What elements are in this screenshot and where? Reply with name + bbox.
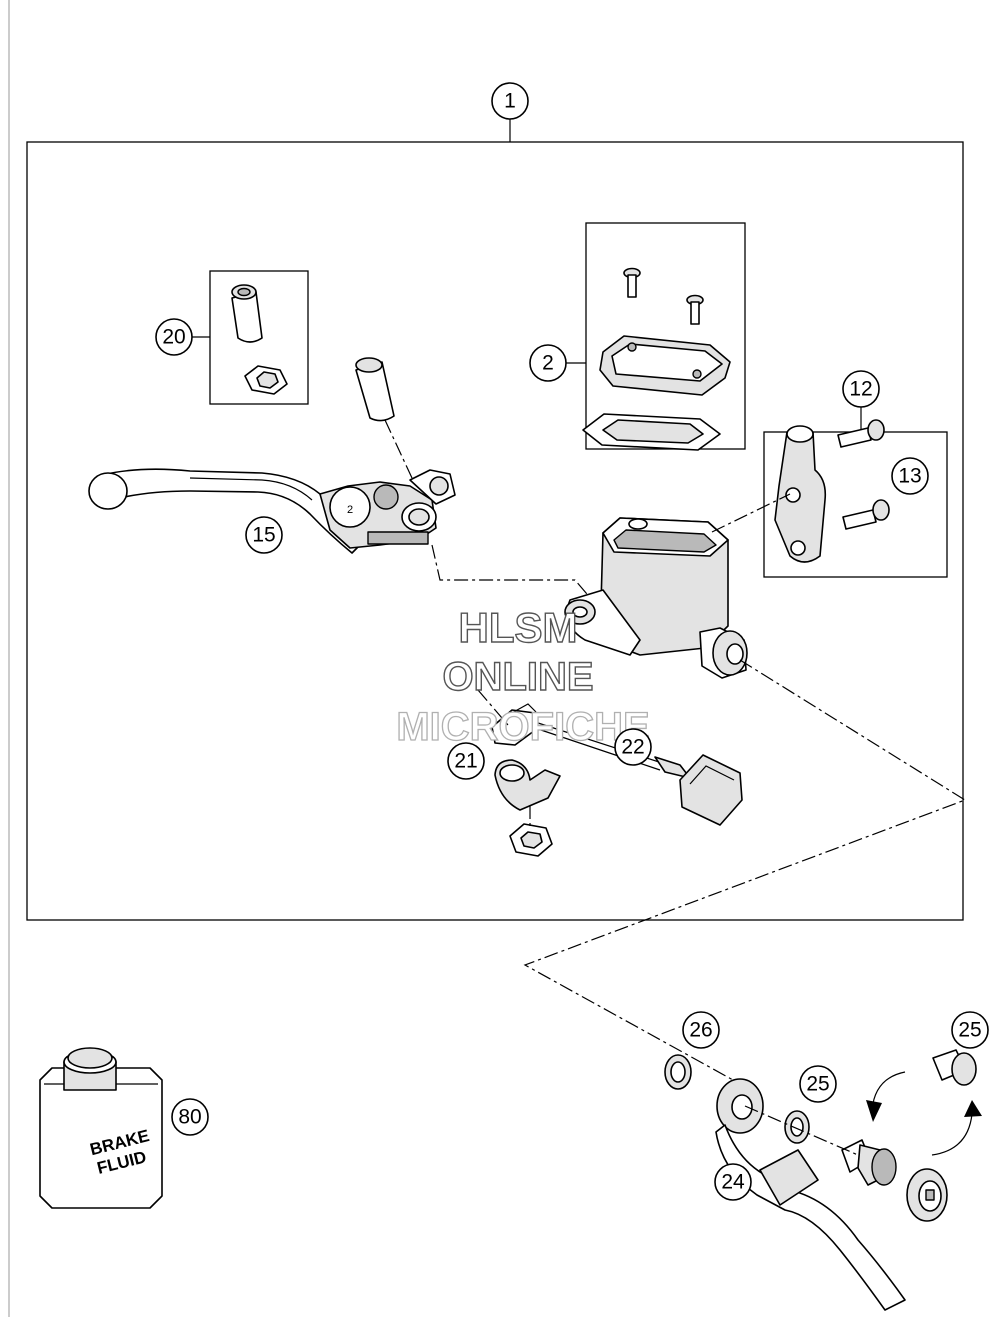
reservoir-cover-icon bbox=[599, 335, 731, 396]
callout-25-left: 25 bbox=[799, 1065, 837, 1103]
clamp-group bbox=[763, 407, 948, 578]
callout-2-label: 2 bbox=[542, 352, 554, 375]
master-cylinder-icon bbox=[564, 517, 748, 679]
callout-12: 12 bbox=[842, 370, 880, 408]
callout-80-label: 80 bbox=[178, 1106, 201, 1129]
rotate-arrows-icon bbox=[866, 1071, 982, 1156]
svg-text:2: 2 bbox=[347, 504, 353, 516]
reservoir-cover-group bbox=[566, 222, 746, 451]
banjo-bolt-icon bbox=[841, 1139, 897, 1186]
callout-20: 20 bbox=[155, 318, 193, 356]
callout-21-label: 21 bbox=[454, 750, 477, 773]
washer-icon bbox=[664, 1054, 692, 1090]
watermark-line2: ONLINE bbox=[442, 655, 593, 699]
assembly-frame bbox=[26, 141, 964, 921]
brake-lever-icon: 2 bbox=[88, 468, 456, 554]
nut-icon bbox=[509, 823, 553, 857]
callout-24: 24 bbox=[714, 1163, 752, 1201]
bleeder-cap-icon bbox=[906, 1168, 948, 1222]
callout-2: 2 bbox=[529, 344, 567, 382]
bolt-icon bbox=[842, 499, 890, 530]
callout-25-right: 25 bbox=[951, 1011, 989, 1049]
callout-22: 22 bbox=[614, 728, 652, 766]
sleeve-icon bbox=[231, 284, 263, 343]
callout-26: 26 bbox=[682, 1011, 720, 1049]
callout-13-label: 13 bbox=[898, 465, 921, 488]
callout-1: 1 bbox=[491, 82, 529, 120]
callout-21: 21 bbox=[447, 742, 485, 780]
switch-bracket-icon bbox=[494, 759, 561, 811]
watermark: HLSM ONLINE MICROFICHE bbox=[396, 603, 651, 749]
callout-15-label: 15 bbox=[252, 524, 275, 547]
bolt-icon bbox=[623, 267, 641, 298]
reservoir-gasket-icon bbox=[582, 413, 721, 451]
callout-1-label: 1 bbox=[504, 90, 516, 113]
brake-hose-icon bbox=[715, 1078, 906, 1311]
adjuster-sleeve-icon bbox=[355, 357, 395, 422]
washer-icon bbox=[784, 1110, 810, 1144]
brake-fluid-can-icon: BRAKE FLUID bbox=[39, 1047, 163, 1209]
callout-15: 15 bbox=[245, 516, 283, 554]
callout-12-label: 12 bbox=[849, 378, 872, 401]
callout-20-label: 20 bbox=[162, 326, 185, 349]
callout-13: 13 bbox=[891, 457, 929, 495]
bolt-icon bbox=[837, 419, 885, 448]
callout-22-label: 22 bbox=[621, 736, 644, 759]
callout-25-left-label: 25 bbox=[806, 1073, 829, 1096]
nut-icon bbox=[244, 365, 288, 395]
watermark-line3: MICROFICHE bbox=[396, 705, 649, 749]
adjuster-sleeve-group bbox=[192, 270, 309, 405]
bolt-icon bbox=[686, 294, 704, 325]
callout-25-right-label: 25 bbox=[958, 1019, 981, 1042]
callout-24-label: 24 bbox=[721, 1171, 745, 1194]
watermark-line1: HLSM bbox=[459, 604, 578, 651]
callout-26-label: 26 bbox=[689, 1019, 712, 1042]
callout-80: 80 bbox=[171, 1098, 209, 1136]
bleeder-screw-icon bbox=[932, 1049, 977, 1086]
clamp-icon bbox=[774, 425, 827, 563]
